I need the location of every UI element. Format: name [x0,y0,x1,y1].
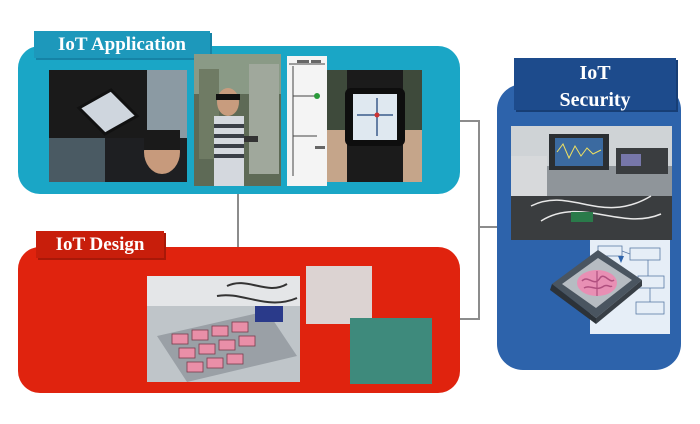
sensor-boards-photo [147,276,300,382]
iot-application-title: IoT Application [34,31,210,58]
connector-app-right [460,120,480,122]
connector-design-right [460,318,480,320]
iot-security-title: IoT Security [514,58,676,111]
tablet-user-photo [49,70,187,182]
connector-app-design [237,194,239,247]
connector-to-security [478,226,498,228]
smartglass-user-photo [194,54,281,186]
smartwatch-photo [327,70,422,182]
lab-equipment-photo [511,126,672,240]
iot-security-title-line2: Security [559,89,631,111]
indoor-map-document [287,56,327,186]
decor-square-teal [350,318,432,384]
iot-design-title: IoT Design [36,231,164,258]
secure-chip-illustration [538,236,672,336]
iot-security-title-line1: IoT [579,62,611,84]
connector-vertical-right [478,120,480,320]
decor-square-light [306,266,372,324]
